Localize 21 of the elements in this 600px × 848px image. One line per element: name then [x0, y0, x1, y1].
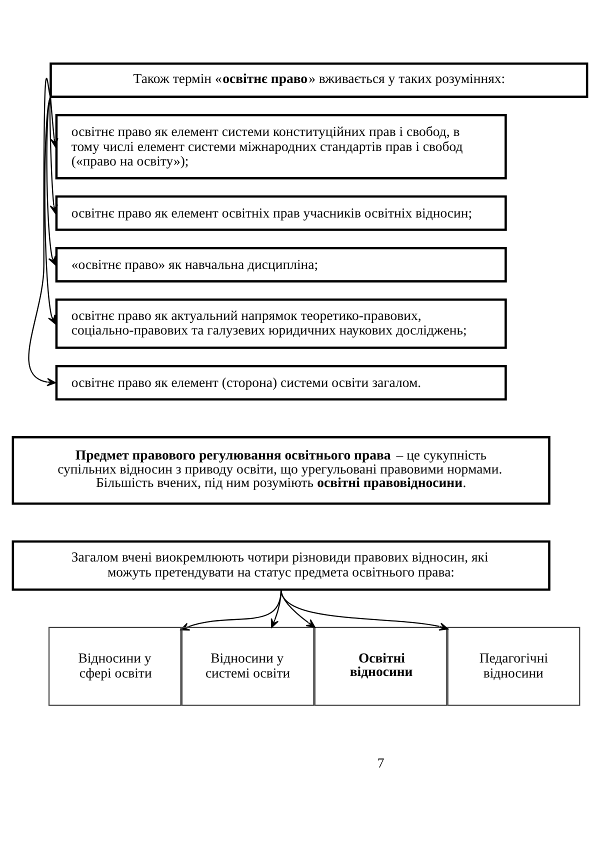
- node-box: освітнє право як елемент освітніх прав учасників освітніх відносин;: [55, 195, 507, 231]
- arrow: [50, 96, 58, 148]
- node-box: освітнє право як елемент (сторона) системи освіти загалом.: [55, 364, 507, 400]
- node-box: освітнє право як елемент системи конституційних прав і свобод, в тому числі елемент системи міжнародних стандартів прав і свобод («право на освіту»);: [55, 114, 507, 180]
- node-box: Відносини у сфері освіти: [48, 626, 182, 706]
- node-box: Також термін «освітнє право» вживається у таких розуміннях:: [50, 62, 588, 98]
- node-box: Загалом вчені виокремлюють чотири різновиди правових відносин, які можуть претендувати на статус предмета освітнього права:: [12, 540, 550, 591]
- node-box: Освітні відносини: [314, 626, 448, 706]
- arrow: [49, 96, 58, 214]
- node-box: «освітнє право» як навчальна дисципліна;: [55, 246, 507, 282]
- label: 7: [377, 755, 384, 770]
- arrow: [28, 79, 56, 386]
- arrow: [46, 96, 56, 266]
- node-box: освітнє право як актуальний напрямок теоретико-правових, соціально-правових та галузевих юридичних наукових досліджень;: [55, 298, 507, 349]
- arrow: [280, 590, 316, 628]
- arrow: [270, 590, 282, 628]
- node-box: Педагогічні відносини: [447, 626, 580, 706]
- arrow: [44, 96, 56, 324]
- node-box: Предмет правового регулювання освітнього права – це сукупність супільних відносин з приводу освіти, що урегульовані правовими нормами. Більшість вчених, під ним розуміють освітні правовідносини.: [12, 436, 550, 505]
- arrow: [280, 589, 448, 631]
- node-box: Відносини у системі освіти: [181, 626, 314, 706]
